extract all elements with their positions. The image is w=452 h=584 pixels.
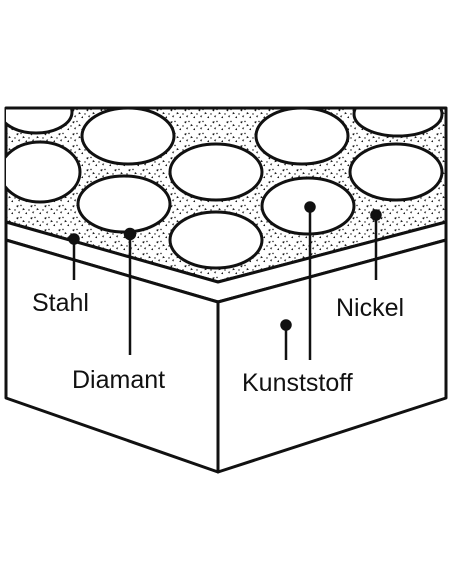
label-nickel: Nickel (336, 294, 404, 322)
sphere (6, 140, 82, 204)
sphere (168, 210, 264, 270)
leader-kunststoff-sphere (304, 201, 316, 360)
sphere (76, 174, 172, 234)
leader-lines (68, 201, 382, 360)
label-stahl: Stahl (32, 289, 89, 317)
leader-diamant (123, 227, 137, 355)
leader-stahl (68, 233, 80, 280)
sphere (352, 108, 444, 138)
label-diamant: Diamant (72, 366, 165, 394)
label-kunststoff: Kunststoff (242, 369, 353, 397)
diamond-spheres (6, 108, 444, 270)
leader-nickel (370, 209, 382, 280)
leader-kunststoff-dot (280, 319, 292, 360)
plastic-body-right-face (216, 238, 448, 474)
sphere (254, 108, 350, 166)
sphere (80, 108, 176, 166)
sphere (168, 142, 264, 202)
sphere (6, 108, 74, 135)
sphere (348, 142, 444, 202)
